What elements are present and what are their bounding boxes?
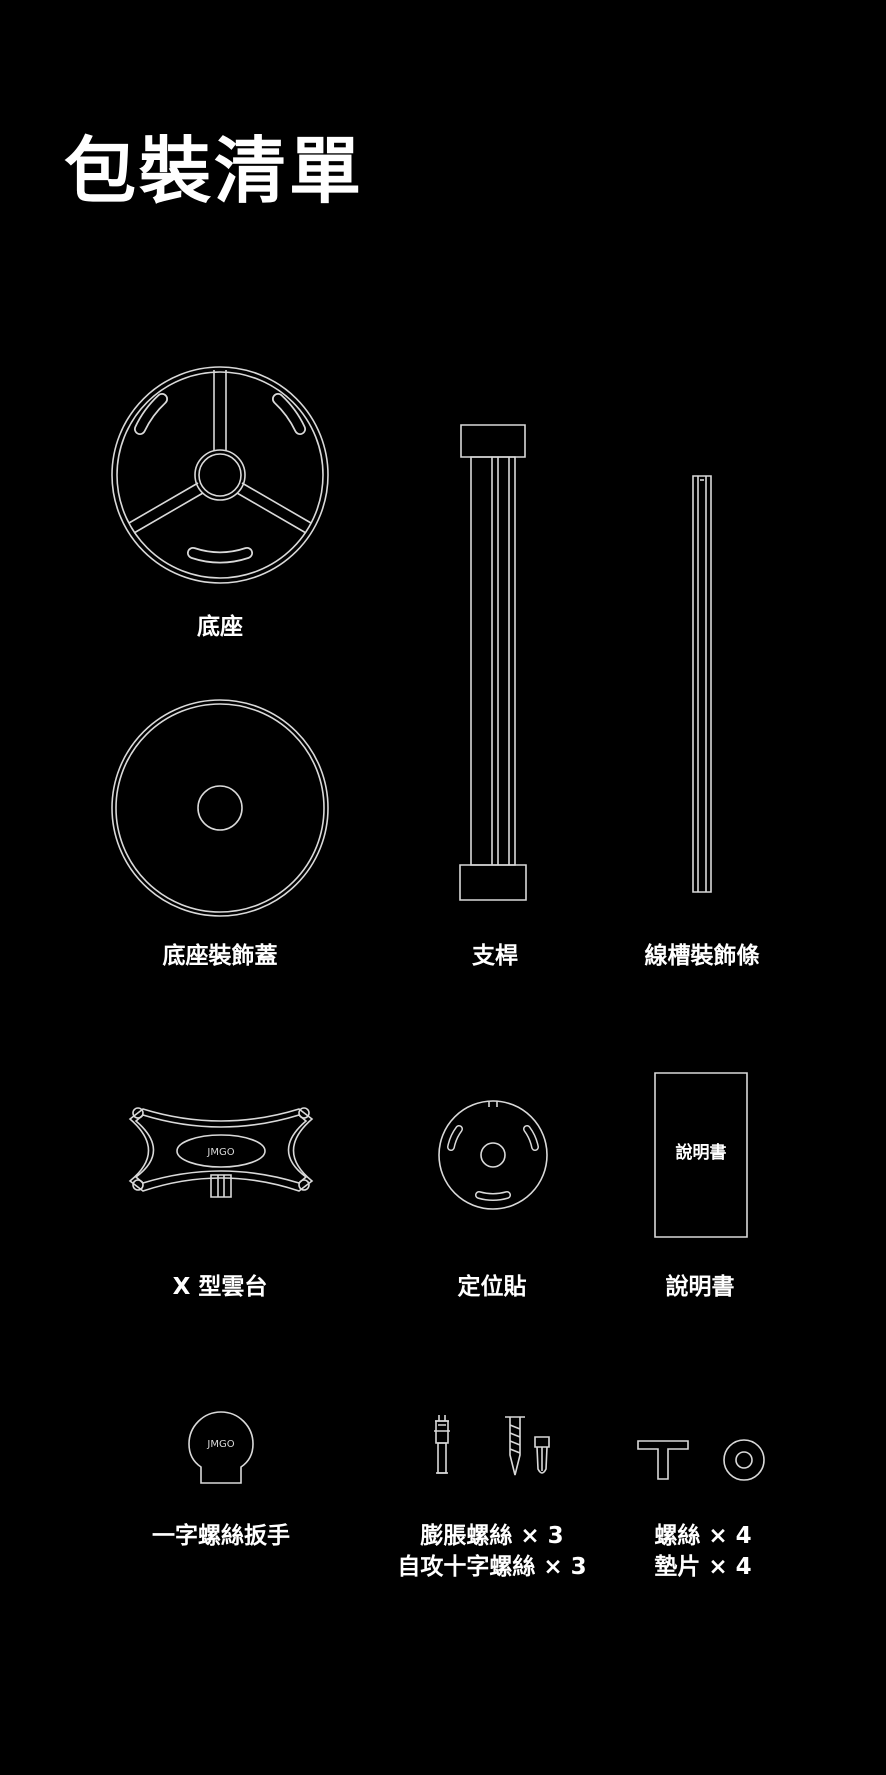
screwdriver-wrench-icon: JMGO (188, 1411, 254, 1485)
screw-washer-icon (637, 1439, 765, 1481)
manual-label: 說明書 (665, 1274, 735, 1300)
manual-cover-text: 說明書 (676, 1142, 727, 1163)
x-mount-engraving: JMGO (206, 1147, 234, 1158)
base-icon (110, 365, 330, 585)
screw-label-line-1: 螺絲 × 4 (654, 1523, 752, 1549)
cable-trim-strip-icon (690, 474, 714, 894)
screwdriver-wrench-engraving: JMGO (206, 1439, 234, 1450)
self-tapping-screw-label-line-2: 自攻十字螺絲 × 3 (397, 1554, 587, 1580)
positioning-sticker-label: 定位貼 (457, 1274, 527, 1300)
pole-label: 支桿 (472, 943, 518, 969)
expansion-screw-label: 膨脹螺絲 × 3 自攻十字螺絲 × 3 (382, 1521, 602, 1583)
screwdriver-wrench-label: 一字螺絲扳手 (152, 1523, 290, 1549)
expansion-screw-label-line-1: 膨脹螺絲 × 3 (420, 1523, 564, 1549)
base-cover-icon (110, 698, 330, 918)
base-label: 底座 (197, 614, 243, 640)
positioning-sticker-icon (437, 1099, 549, 1211)
manual-icon: 說明書 (654, 1072, 748, 1238)
expansion-screw-icon (428, 1413, 556, 1479)
cable-trim-strip-label: 線槽裝飾條 (644, 943, 760, 969)
washer-label-line-2: 墊片 × 4 (654, 1554, 752, 1580)
screw-washer-label: 螺絲 × 4 墊片 × 4 (593, 1521, 813, 1583)
pole-icon (458, 422, 528, 902)
x-mount-icon: JMGO (125, 1103, 317, 1203)
x-mount-label: X 型雲台 (172, 1274, 268, 1300)
base-cover-label: 底座裝飾蓋 (162, 943, 278, 969)
page-title: 包裝清單 (64, 129, 365, 213)
